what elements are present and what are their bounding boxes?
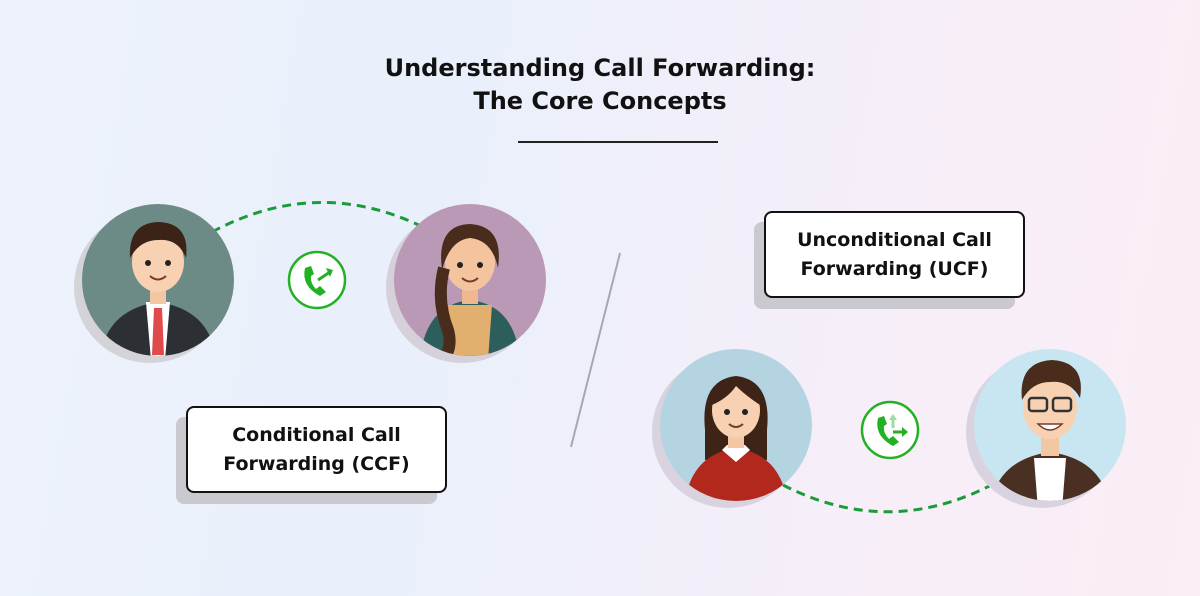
call-forward-icon (287, 250, 347, 310)
title-line-2: The Core Concepts (473, 87, 727, 115)
title-line-1: Understanding Call Forwarding: (384, 54, 816, 82)
title-underline (518, 141, 718, 143)
ucf-dashed-connector (782, 480, 998, 514)
call-forward-unconditional-icon (860, 400, 920, 460)
avatar-man-suit (74, 204, 234, 363)
ucf-label-box: Unconditional Call Forwarding (UCF) (764, 211, 1025, 298)
avatar-man-glasses (966, 349, 1126, 508)
avatar-woman-braid (386, 204, 546, 363)
ccf-dashed-connector (211, 201, 426, 234)
ucf-label: Unconditional Call Forwarding (UCF) (797, 228, 992, 280)
divider-line (570, 252, 621, 448)
page-title: Understanding Call Forwarding: The Core … (0, 52, 1200, 118)
ccf-label: Conditional Call Forwarding (CCF) (223, 423, 410, 475)
ccf-label-box: Conditional Call Forwarding (CCF) (186, 406, 447, 493)
avatar-woman-red-sweater (652, 349, 812, 508)
